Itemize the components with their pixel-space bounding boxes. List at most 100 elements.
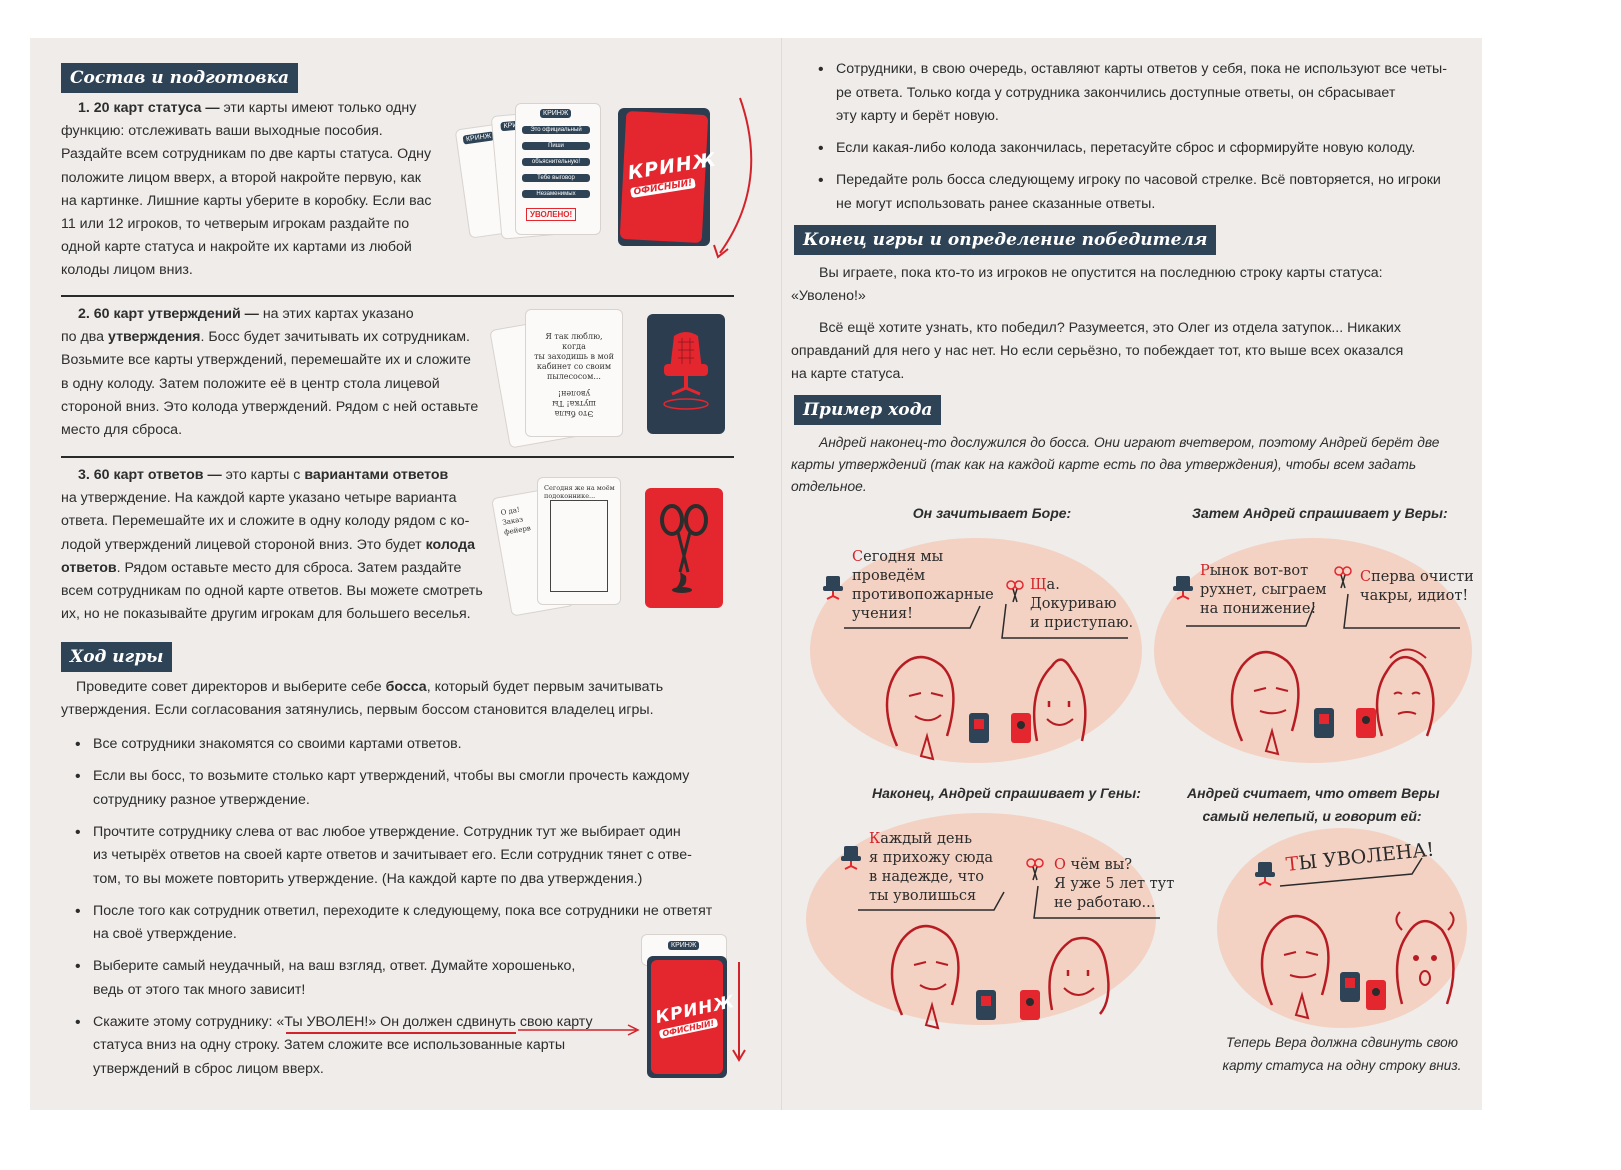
answer-card-frame [550,500,608,592]
boss-speech: Каждый день я прихожу сюда в надежде, чт… [869,831,994,904]
statement-line: в одну колоду. Затем положите её в центр… [61,375,440,392]
gameplay-intro-line: , который будет первым зачитывать [426,679,664,695]
pointer-arrow-icon [518,1024,640,1036]
status-option: Тебе выговор [522,174,590,182]
characters-illustration [885,656,1087,761]
answer-bold: вариантами ответов [304,467,449,483]
example-line: карты утверждений (так как на каждой кар… [791,457,1417,472]
statement-line: стороной вниз. Это колода утверждений. Р… [61,398,479,415]
gameplay-step: Выберите самый неудачный, на ваш взгляд,… [61,955,751,1002]
answer-cards-lead: 3. 60 карт ответов — [78,467,222,483]
employee-reply: Ща. Докуриваю и приступаю. [1030,577,1134,631]
statement-cards-text: 2. 60 карт утверждений — на этих картах … [61,303,531,442]
example-intro: Андрей наконец-то дослужился до босса. О… [791,432,1481,498]
panel-background [1154,538,1472,763]
end-game-heading: Конец игры и определение победителя [794,225,1217,255]
turn-rule: Если какая-либо колода закончилась, пере… [804,137,1484,161]
status-line: эти карты имеют только одну [219,100,417,116]
answer-line: их, но не показывайте другим игрокам для… [61,606,471,623]
gameplay-intro-line: Проведите совет директоров и выберите се… [76,679,386,695]
scissors-icon [1006,580,1024,603]
quote-underline [286,1032,516,1034]
panel-3-caption: Наконец, Андрей спрашивает у Гены: [872,785,1141,801]
end-line: «Уволено!» [791,288,866,305]
gameplay-intro-line: утверждения. Если согласования затянулис… [61,702,654,719]
panel-2-caption: Затем Андрей спрашивает у Веры: [1192,505,1448,521]
end-line: Всё ещё хотите узнать, кто победил? Разу… [819,320,1401,336]
boss-speech: Рынок вот-вот рухнет, сыграем на понижен… [1200,563,1327,617]
answer-line: ответа. Перемешайте их и сложите в одну … [61,513,470,530]
characters-illustration [1260,911,1455,1020]
employee-reply: Сперва очисти чакры, идиот! [1360,569,1474,604]
characters-illustration [890,925,1110,1030]
boss-chair-icon [823,576,843,600]
answer-line: это карты с [221,467,305,483]
status-line: одной карте статуса и накройте их картам… [61,239,412,256]
speech-tail-line [858,891,1005,911]
status-line: на картинке. Лишние карты уберите в коро… [61,192,432,209]
answer-line: . Рядом оставьте место для сброса. Затем… [116,559,462,576]
statement-line: по два [61,329,109,346]
left-page: Состав и подготовка 1. 20 карт статуса —… [30,38,782,1110]
boss-speech: Сегодня мы проведём противопожарные учен… [852,549,994,622]
end-line: оправданий для него у нас нет. Но если с… [791,343,1404,360]
statement-bold: утверждения [108,329,201,346]
panel-4-caption: Андрей считает, что ответ Веры самый нел… [1187,785,1440,824]
statement-line: на этих картах указано [258,306,414,322]
boss-chair-icon [1255,862,1275,886]
status-option: Пиши [522,142,590,150]
status-line: положите лицом вверх, а второй накройте … [61,169,421,186]
answer-deck-back [645,488,723,608]
status-cards-text: 1. 20 карт статуса — эти карты имеют тол… [61,97,481,283]
answer-bold: ответов [61,559,117,576]
panel-1-caption: Он зачитывает Боре: [912,505,1072,521]
speech-tail-line [1033,885,1160,919]
example-line: отдельное. [791,479,867,494]
page-fold [781,38,782,1110]
gameplay-step: Скажите этому сотруднику: «Ты УВОЛЕН!» О… [61,1011,751,1082]
status-card-front: КРИНЖ Это официальный Пиши объяснительну… [516,104,600,234]
gameplay-intro: Проведите совет директоров и выберите се… [61,676,741,722]
fired-stamp: УВОЛЕНО! [526,208,577,221]
statement-deck-back [647,314,725,434]
example-line: Андрей наконец-то дослужился до босса. О… [819,435,1440,450]
rulebook-spread: Состав и подготовка 1. 20 карт статуса —… [30,38,1482,1110]
gameplay-step: После того как сотрудник ответил, перехо… [61,900,751,947]
end-line: на карте статуса. [791,366,905,383]
turn-rule: Сотрудники, в свою очередь, оставляют ка… [804,58,1484,129]
gameplay-step: Прочтите сотруднику слева от вас любое у… [61,821,751,892]
armchair-icon [663,332,709,410]
answer-line: всем сотрудникам по одной карте ответов.… [61,583,483,600]
end-game-p1: Вы играете, пока кто-то из игроков не оп… [791,262,1471,308]
example-heading: Пример хода [794,395,942,425]
right-page: Сотрудники, в свою очередь, оставляют ка… [782,38,1482,1110]
section-divider [61,456,734,458]
characters-illustration [1230,648,1435,756]
turn-rule: Передайте роль босса следующему игроку п… [804,169,1484,216]
status-card-tag: КРИНЖ [668,941,700,950]
status-line: функцию: отслеживать ваши выходные пособ… [61,123,383,140]
speech-tail-line [1279,857,1423,887]
gameplay-step: Если вы босс, то возьмите столько карт у… [61,765,751,812]
speech-tail-line [1186,605,1315,627]
speech-tail-line [1001,603,1128,639]
cringe-card: КРИНЖ ОФИСНЫЙ! [619,110,718,244]
answer-cards-text: 3. 60 карт ответов — это карты с вариант… [61,464,521,626]
scissors-icon [1334,566,1352,589]
status-card-tag: КРИНЖ [540,109,572,118]
employee-reply: О чём вы? Я уже 5 лет тут не работаю... [1054,857,1175,911]
cringe-card-small: КРИНЖ ОФИСНЫЙ! [651,960,737,1074]
status-option: Это официальный [522,126,590,134]
section-divider [61,295,734,297]
statement-cards-lead: 2. 60 карт утверждений — [78,306,259,322]
scissors-icon [1026,858,1044,881]
boss-chair-icon [1173,576,1193,600]
turn-rules: Сотрудники, в свою очередь, оставляют ка… [804,58,1484,225]
gameplay-steps: Все сотрудники знакомятся со своими карт… [61,733,751,1090]
cringe-logo: КРИНЖ [626,148,719,185]
